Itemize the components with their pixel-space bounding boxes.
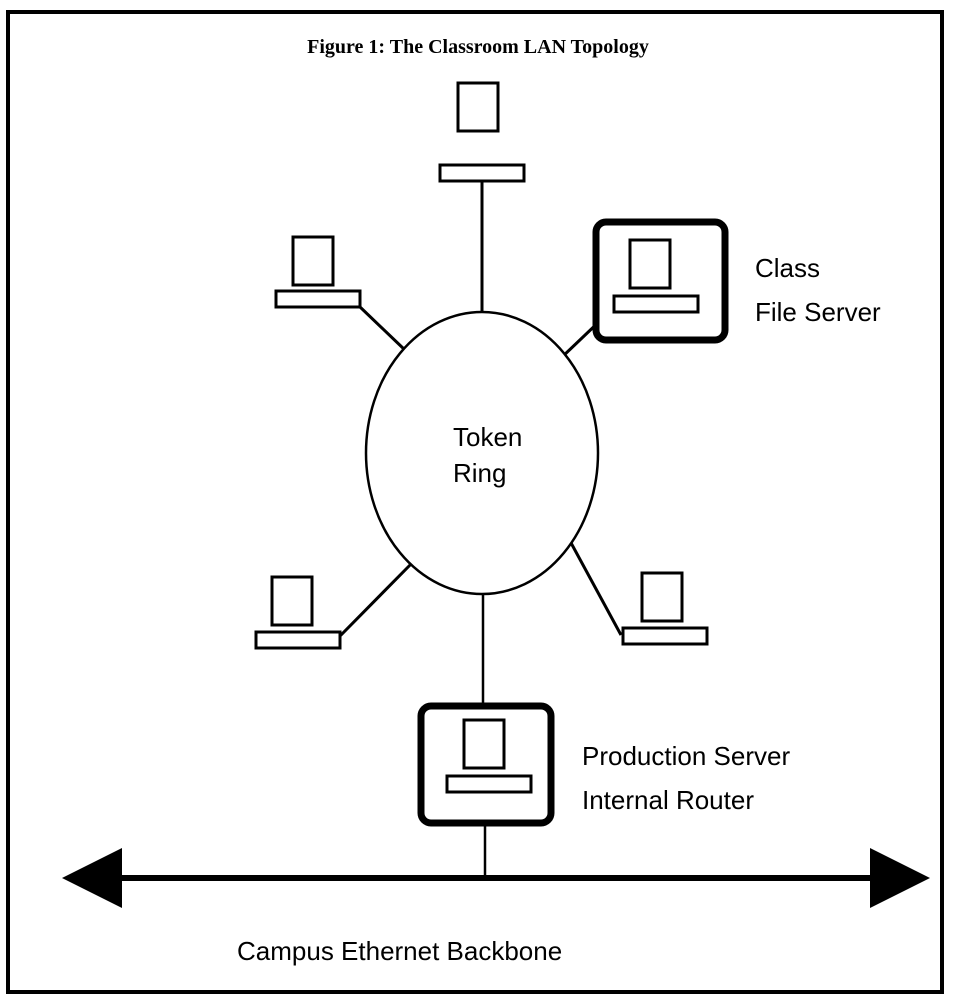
token-ring-label-line2: Ring: [453, 458, 506, 488]
monitor-icon: [628, 238, 672, 290]
class-file-server-label-line2: File Server: [755, 297, 881, 327]
keyboard-icon: [274, 289, 362, 309]
workstation-lower-left: [254, 575, 342, 650]
monitor-icon: [462, 718, 506, 770]
keyboard-icon: [254, 630, 342, 650]
workstation-lower-right: [621, 571, 709, 646]
production-server-label-line1: Production Server: [582, 741, 790, 771]
class-file-server-label-line1: Class: [755, 253, 820, 283]
arrow-left-icon: [62, 848, 122, 908]
monitor-icon: [270, 575, 314, 627]
monitor-icon: [291, 235, 335, 287]
class-file-server: [592, 218, 729, 344]
token-ring: [364, 310, 600, 596]
production-server: [417, 702, 555, 827]
figure-frame: [6, 10, 944, 994]
backbone-label: Campus Ethernet Backbone: [237, 936, 562, 966]
keyboard-icon: [621, 626, 709, 646]
token-ring-label-line1: Token: [453, 422, 522, 452]
link-lower-right-workstation: [568, 540, 623, 636]
keyboard-icon: [445, 774, 533, 794]
keyboard-icon: [612, 294, 700, 314]
keyboard-icon: [438, 163, 526, 183]
figure-title: Figure 1: The Classroom LAN Topology: [307, 36, 649, 58]
arrow-right-icon: [870, 848, 930, 908]
monitor-icon: [456, 81, 500, 133]
workstation-top: [438, 81, 526, 183]
link-lower-left-workstation: [338, 559, 416, 638]
monitor-icon: [640, 571, 684, 623]
link-upper-left-workstation: [357, 304, 408, 353]
ethernet-backbone: [62, 848, 930, 908]
production-server-label-line2: Internal Router: [582, 785, 754, 815]
workstation-upper-left: [274, 235, 362, 309]
